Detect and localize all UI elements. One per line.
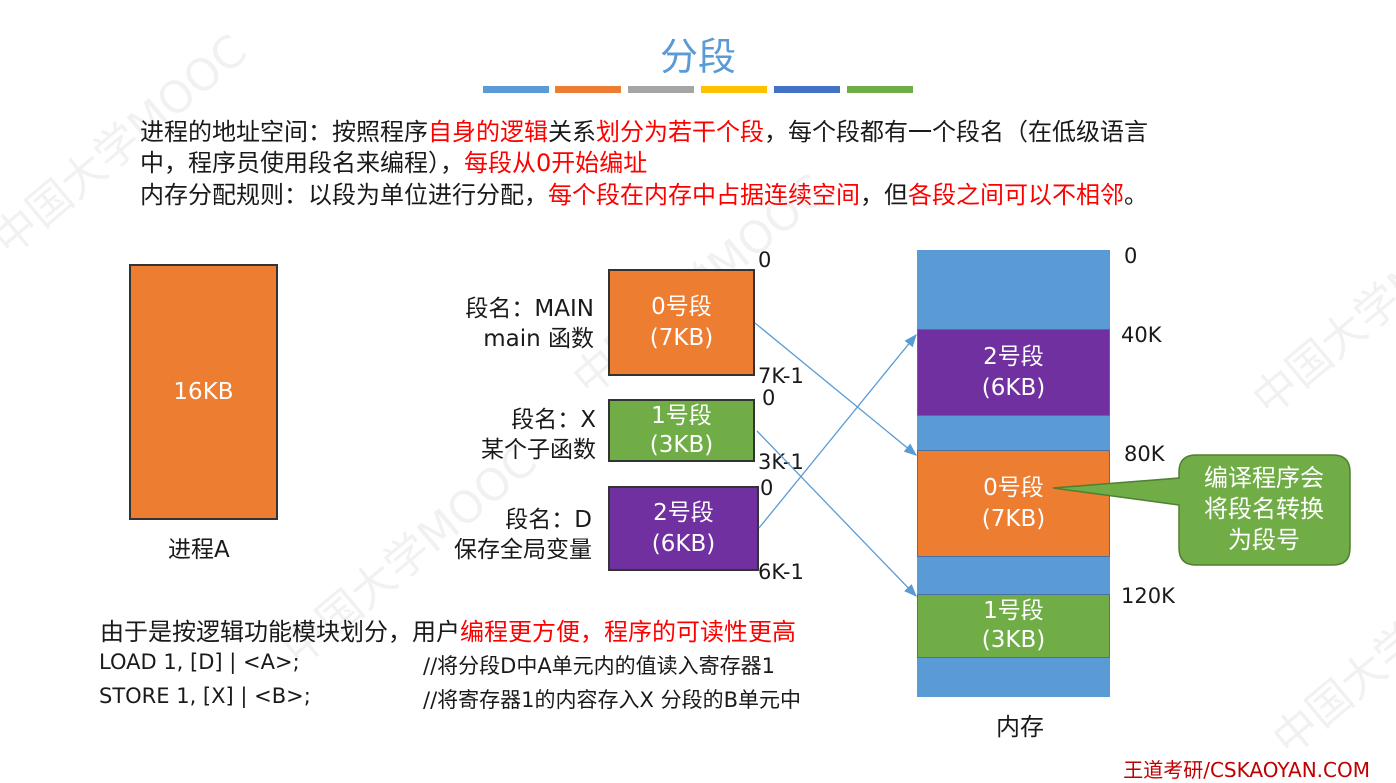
segment-0-end: 7K-1 bbox=[758, 364, 804, 388]
memory-segment-2: 2号段(6KB) bbox=[917, 329, 1110, 416]
segment-2-size: (6KB) bbox=[651, 530, 716, 557]
memory-addr-80k: 80K bbox=[1124, 442, 1165, 466]
segment-2-end: 6K-1 bbox=[758, 560, 804, 584]
segment-0-size: (7KB) bbox=[649, 324, 714, 351]
segment-1-block: 1号段 (3KB) bbox=[608, 399, 755, 462]
process-label: 进程A bbox=[168, 537, 230, 563]
color-stripe bbox=[628, 86, 694, 93]
arrow-seg0-to-mem bbox=[754, 322, 918, 456]
code-load: LOAD 1, [D] | <A>; bbox=[99, 650, 300, 674]
intro-line-3: 内存分配规则：以段为单位进行分配，每个段在内存中占据连续空间，但各段之间可以不相… bbox=[140, 181, 1148, 209]
comment-load: //将分段D中A单元内的值读入寄存器1 bbox=[423, 654, 776, 678]
color-stripe bbox=[774, 86, 840, 93]
intro-line-2: 中，程序员使用段名来编程），每段从0开始编址 bbox=[140, 149, 648, 177]
memory-label: 内存 bbox=[996, 713, 1044, 741]
segment-1-end: 3K-1 bbox=[758, 450, 804, 474]
callout-bubble bbox=[1052, 454, 1351, 566]
intro-line-1: 进程的地址空间：按照程序自身的逻辑关系划分为若干个段，每个段都有一个段名（在低级… bbox=[140, 118, 1148, 146]
callout-text: 编译程序会将段名转换为段号 bbox=[1204, 464, 1324, 554]
segment-2-title: 2号段 bbox=[653, 499, 714, 526]
segment-0-start: 0 bbox=[758, 248, 772, 272]
segment-2-start: 0 bbox=[760, 476, 774, 500]
page-title: 分段 bbox=[659, 35, 736, 79]
memory-addr-0: 0 bbox=[1124, 244, 1138, 268]
process-block: 16KB bbox=[129, 264, 278, 520]
bottom-note: 由于是按逻辑功能模块划分，用户编程更方便，程序的可读性更高 bbox=[100, 618, 796, 646]
arrow-seg2-to-mem bbox=[758, 333, 917, 529]
color-stripe bbox=[847, 86, 913, 93]
comment-store: //将寄存器1的内容存入X 分段的B单元中 bbox=[423, 688, 801, 712]
footer-brand: 王道考研/CSKAOYAN.COM bbox=[1123, 758, 1370, 782]
segment-1-size: (3KB) bbox=[649, 431, 714, 458]
segment-2-block: 2号段 (6KB) bbox=[608, 486, 759, 571]
segment-1-title: 1号段 bbox=[651, 402, 712, 429]
process-size: 16KB bbox=[173, 378, 234, 405]
memory-segment-1: 1号段(3KB) bbox=[917, 594, 1110, 658]
memory-addr-120k: 120K bbox=[1121, 584, 1175, 608]
color-stripe bbox=[701, 86, 767, 93]
arrow-seg1-to-mem bbox=[756, 430, 917, 597]
memory-addr-40k: 40K bbox=[1121, 323, 1162, 347]
color-stripe bbox=[555, 86, 621, 93]
memory-segment-0: 0号段(7KB) bbox=[917, 450, 1110, 557]
segment-1-start: 0 bbox=[762, 386, 776, 410]
segment-0-block: 0号段 (7KB) bbox=[608, 269, 755, 376]
code-store: STORE 1, [X] | <B>; bbox=[99, 684, 311, 708]
segment-0-title: 0号段 bbox=[651, 293, 712, 320]
color-stripe bbox=[483, 86, 549, 93]
